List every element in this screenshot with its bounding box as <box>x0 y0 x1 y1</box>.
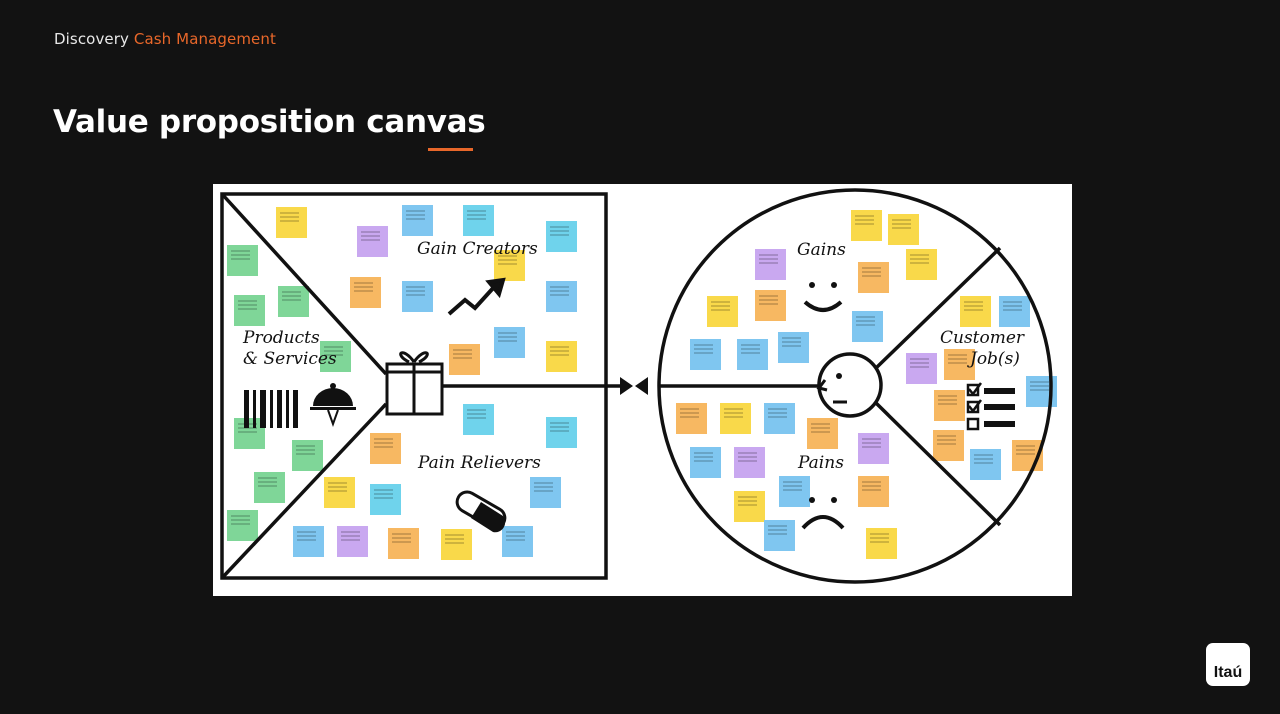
divider-line <box>873 246 1002 371</box>
sticky-note <box>350 277 381 308</box>
sticky-note <box>463 205 494 236</box>
sticky-note <box>227 245 258 276</box>
sticky-note <box>807 418 838 449</box>
sticky-note <box>530 477 561 508</box>
divider-line <box>220 402 388 580</box>
sticky-note <box>546 341 577 372</box>
sticky-note <box>254 472 285 503</box>
sticky-note <box>690 447 721 478</box>
sticky-note <box>858 476 889 507</box>
barcode-icon <box>244 390 298 428</box>
frown-icon <box>801 497 845 530</box>
sticky-note <box>933 430 964 461</box>
sticky-note <box>970 449 1001 480</box>
sticky-note <box>690 339 721 370</box>
sticky-note <box>676 403 707 434</box>
checklist-icon <box>966 382 1015 431</box>
sticky-note <box>737 339 768 370</box>
breadcrumb-accent: Cash Management <box>133 30 276 48</box>
sticky-note <box>906 249 937 280</box>
canvas-drawing: Gain Creators Products & Services Pain R… <box>220 188 1057 584</box>
logo-text: Itaú <box>1213 664 1243 681</box>
sticky-note <box>858 262 889 293</box>
sticky-note <box>734 447 765 478</box>
gain-creators-label: Gain Creators <box>417 239 538 259</box>
sticky-note <box>764 403 795 434</box>
sticky-note <box>858 433 889 464</box>
sticky-note <box>755 249 786 280</box>
sticky-note <box>337 526 368 557</box>
breadcrumb: Discovery Cash Management <box>54 30 276 48</box>
sticky-note <box>546 281 577 312</box>
sticky-note <box>866 528 897 559</box>
sticky-note <box>906 353 937 384</box>
sticky-note <box>888 214 919 245</box>
sticky-note <box>370 433 401 464</box>
cloche-icon <box>310 383 356 427</box>
sticky-note <box>851 210 882 241</box>
sticky-note <box>720 403 751 434</box>
sticky-note <box>707 296 738 327</box>
customer-profile-circle <box>657 188 1053 584</box>
sticky-note <box>934 390 965 421</box>
customer-label: Customer <box>940 328 1025 348</box>
sticky-note <box>494 250 525 281</box>
gift-icon <box>385 351 444 416</box>
sticky-note <box>227 510 258 541</box>
pain-relievers-label: Pain Relievers <box>417 453 541 473</box>
sticky-note <box>441 529 472 560</box>
sticky-note <box>370 484 401 515</box>
arrowhead-right-icon <box>620 377 633 395</box>
sticky-note <box>960 296 991 327</box>
gains-label: Gains <box>797 240 846 260</box>
sticky-note <box>278 286 309 317</box>
sticky-note <box>292 440 323 471</box>
title-underline <box>428 148 473 151</box>
sticky-note <box>234 295 265 326</box>
sticky-note <box>546 417 577 448</box>
sticky-note <box>449 344 480 375</box>
breadcrumb-prefix: Discovery <box>54 30 130 48</box>
arrowhead-left-icon <box>635 377 648 395</box>
customer-face-icon <box>816 352 883 418</box>
sticky-note <box>324 477 355 508</box>
sticky-note <box>779 476 810 507</box>
services-label: & Services <box>243 349 337 369</box>
sticky-note <box>999 296 1030 327</box>
trend-up-icon <box>447 277 506 316</box>
value-proposition-canvas-image: Gain Creators Products & Services Pain R… <box>213 184 1072 596</box>
pains-label: Pains <box>797 453 844 473</box>
sticky-note <box>502 526 533 557</box>
sticky-note <box>402 205 433 236</box>
products-label: Products <box>242 328 320 348</box>
sticky-note <box>388 528 419 559</box>
sticky-note <box>494 327 525 358</box>
sticky-notes <box>227 205 1057 560</box>
sticky-note <box>944 349 975 380</box>
sticky-note <box>402 281 433 312</box>
sticky-note <box>764 520 795 551</box>
jobs-label: Job(s) <box>967 349 1020 369</box>
sticky-note <box>852 311 883 342</box>
smile-icon <box>803 282 843 312</box>
sticky-note <box>734 491 765 522</box>
itau-logo: Itaú <box>1206 643 1250 686</box>
divider-line <box>220 192 388 376</box>
slide-title: Value proposition canvas <box>53 104 486 140</box>
sticky-note <box>276 207 307 238</box>
sticky-note <box>293 526 324 557</box>
sticky-note <box>546 221 577 252</box>
pill-icon <box>455 490 507 533</box>
sticky-note <box>320 341 351 372</box>
sticky-note <box>778 332 809 363</box>
sticky-note <box>234 418 265 449</box>
sticky-note <box>463 404 494 435</box>
sticky-note <box>357 226 388 257</box>
divider-line <box>873 400 1002 527</box>
sticky-note <box>755 290 786 321</box>
